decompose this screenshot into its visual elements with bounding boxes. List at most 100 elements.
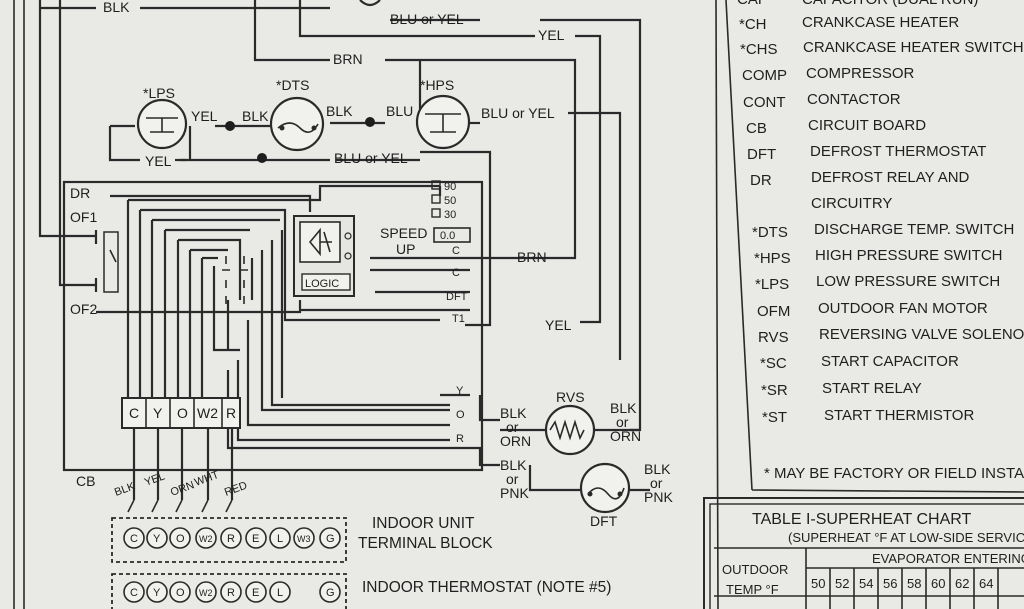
defrost-board-outline <box>62 180 484 472</box>
wire-label-yel-board: YEL <box>545 317 572 333</box>
legend-desc-11: LOW PRESSURE SWITCH <box>816 273 1000 290</box>
indoor-thermostat-label: INDOOR THERMOSTAT (NOTE #5) <box>362 579 611 596</box>
hps-blu-yel-run <box>568 111 622 360</box>
blu-yel-bottom-run <box>420 150 492 327</box>
cb-leads <box>127 428 234 513</box>
dts-switch <box>269 96 325 152</box>
dr-label: DR <box>70 185 90 201</box>
tstat-terminal-l: L <box>277 587 283 599</box>
tstat-terminal-o: O <box>176 587 185 599</box>
yel-wire-run <box>575 34 602 324</box>
legend-code-5: CB <box>746 120 767 137</box>
legend-code-10: *HPS <box>754 250 791 267</box>
lps-loop-wire <box>108 126 140 162</box>
legend-code-2: *CHS <box>740 41 778 58</box>
dts-label: *DTS <box>276 77 309 93</box>
rvs-solenoid <box>544 404 596 456</box>
legend-desc-10: HIGH PRESSURE SWITCH <box>815 247 1003 264</box>
legend-desc-13: REVERSING VALVE SOLENOID <box>819 326 1024 343</box>
table-row-header-temp: TEMP °F <box>726 582 779 597</box>
pin-y: Y <box>456 385 464 397</box>
indoor-unit-label: INDOOR UNIT <box>372 515 475 532</box>
indoor-thermostat-block <box>111 573 347 609</box>
unit-terminal-e: E <box>252 533 259 545</box>
unit-terminal-w3: W3 <box>297 534 311 544</box>
legend-code-14: *SC <box>760 355 787 372</box>
switch-row-wires <box>108 60 622 360</box>
table-col-60: 60 <box>931 576 945 591</box>
hps-switch <box>415 94 471 150</box>
table-title: TABLE I-SUPERHEAT CHART <box>752 511 972 528</box>
brn-wire-top <box>253 0 330 62</box>
blk-wire <box>38 0 96 238</box>
legend-code-7: DR <box>750 172 772 189</box>
unit-terminal-y: Y <box>153 533 161 545</box>
legend-desc-7: DEFROST RELAY AND <box>811 169 970 186</box>
unit-terminal-w2: W2 <box>199 534 213 544</box>
legend-note: * MAY BE FACTORY OR FIELD INSTALLED <box>764 465 1024 482</box>
legend-code-4: CONT <box>743 94 786 111</box>
of1-label: OF1 <box>70 209 97 225</box>
wire-label-blu-hps: BLU <box>386 103 413 119</box>
wire-left-2 <box>58 0 96 287</box>
legend-desc-3: COMPRESSOR <box>806 65 915 82</box>
dft-left-wire <box>528 465 580 492</box>
board-pin-c2: C <box>452 267 460 279</box>
switch-symbol-top <box>359 0 381 7</box>
up-label: UP <box>396 241 415 257</box>
dft-left-blk: BLK <box>500 457 527 473</box>
wire-label-blk-top: BLK <box>103 0 130 15</box>
tstat-terminal-w2: W2 <box>199 588 213 598</box>
legend-desc-15: START RELAY <box>822 380 922 397</box>
tstat-terminal-c: C <box>130 587 138 599</box>
legend-desc-5: CIRCUIT BOARD <box>808 117 926 134</box>
table-col-64: 64 <box>979 576 993 591</box>
legend-code-1: *CH <box>739 16 767 33</box>
unit-terminal-g: G <box>326 533 335 545</box>
tstat-terminal-r: R <box>227 587 235 599</box>
cb-terminal-strip <box>121 397 241 429</box>
wire-label-yel-top: YEL <box>538 27 565 43</box>
pin-r: R <box>456 433 464 445</box>
junction-dot-1 <box>225 121 235 131</box>
wire-label-blu-or-yel-top: BLU or YEL <box>390 11 464 27</box>
wire-label-yel-bottom-lps: YEL <box>145 153 172 169</box>
rvs-right-or: or <box>616 414 629 430</box>
wire-label-brn-top: BRN <box>333 51 363 67</box>
legend-divider <box>715 0 719 609</box>
board-traces <box>126 184 500 467</box>
legend-code-11: *LPS <box>755 276 789 293</box>
thermostat-terminal-circles <box>123 581 341 603</box>
legend-desc-6: DEFROST THERMOSTAT <box>810 143 986 160</box>
legend-desc-16: START THERMISTOR <box>824 407 974 424</box>
blu-yel-wire-run <box>540 18 642 432</box>
rvs-label: RVS <box>556 389 585 405</box>
legend-desc-14: START CAPACITOR <box>821 353 959 370</box>
rvs-left-or: or <box>506 419 519 435</box>
table-col-52: 52 <box>835 576 849 591</box>
hps-label: *HPS <box>420 77 454 93</box>
wire-label-blu-or-yel-bottom: BLU or YEL <box>334 150 408 166</box>
rvs-left-blk: BLK <box>500 405 527 421</box>
relay-contacts <box>222 256 248 304</box>
legend-desc-8: CIRCUITRY <box>811 195 892 212</box>
cb-pin-w2: W2 <box>197 405 218 421</box>
wire-label-yel-lps: YEL <box>191 108 218 124</box>
rvs-left-orn: ORN <box>500 433 531 449</box>
legend-code-16: *ST <box>762 409 787 426</box>
speed-option-50: 50 <box>444 195 456 207</box>
wire-label-blk-lps-dts: BLK <box>242 108 269 124</box>
board-pin-c1: C <box>452 245 460 257</box>
speed-label: SPEED <box>380 225 427 241</box>
yel-wire-top <box>298 0 535 38</box>
wire-label-brn-board: BRN <box>517 249 547 265</box>
indoor-unit-terminal-block <box>111 517 347 563</box>
speed-option-30: 30 <box>444 209 456 221</box>
wire-label-blk-dts: BLK <box>326 103 353 119</box>
table-col-56: 56 <box>883 576 897 591</box>
superheat-table <box>703 497 1024 609</box>
dft-left-pnk: PNK <box>500 485 529 501</box>
cb-pin-o: O <box>177 405 188 421</box>
